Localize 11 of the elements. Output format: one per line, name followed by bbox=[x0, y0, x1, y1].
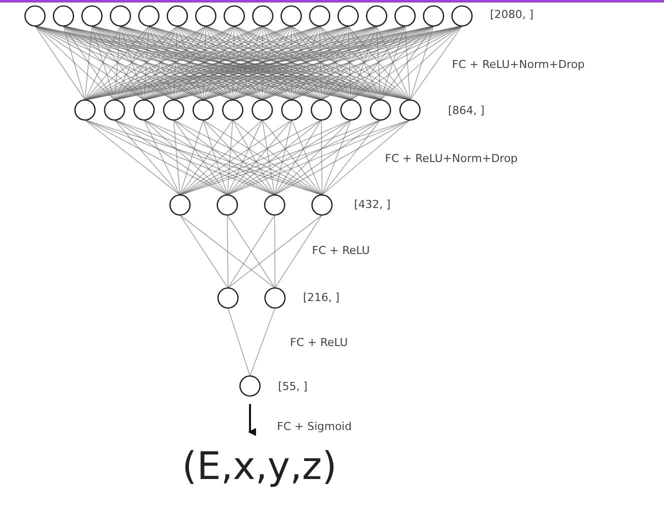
layer-operation-label: FC + ReLU+Norm+Drop bbox=[385, 152, 518, 165]
layer-operation-label: FC + ReLU bbox=[312, 244, 370, 257]
layer-operation-label: FC + Sigmoid bbox=[277, 420, 352, 433]
layer-operation-label: FC + ReLU bbox=[290, 336, 348, 349]
layer-operation-label: FC + ReLU+Norm+Drop bbox=[452, 58, 585, 71]
layer-size-label: [432, ] bbox=[354, 198, 391, 211]
layer-size-label: [864, ] bbox=[448, 104, 485, 117]
layer-size-label: [216, ] bbox=[303, 291, 340, 304]
output-label: (E,x,y,z) bbox=[182, 444, 337, 488]
layer-size-label: [55, ] bbox=[278, 380, 308, 393]
layer-size-label: [2080, ] bbox=[490, 8, 534, 21]
